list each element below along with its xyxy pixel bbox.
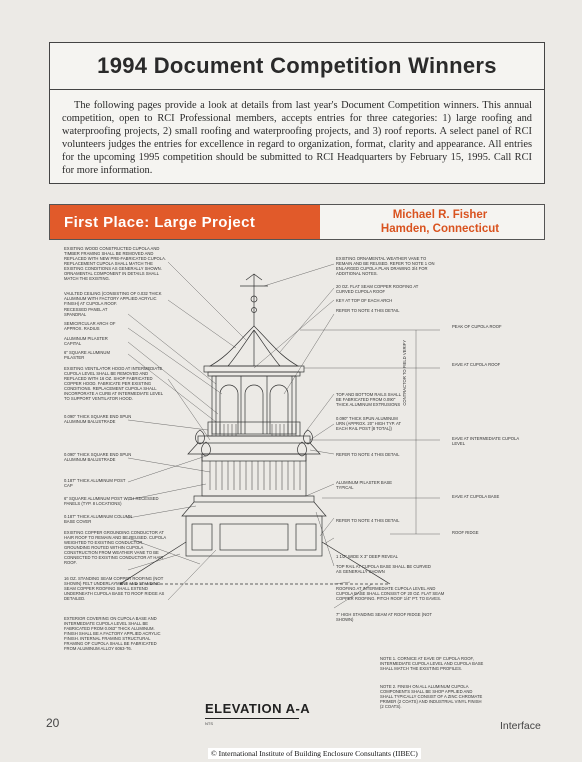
right-note-4: REFER TO NOTE 4 THIS DETAIL (336, 308, 400, 313)
right-note-2: 20 OZ. FLAT SEAM COPPER ROOFING AT CURVE… (336, 284, 419, 294)
contractor-note: CONTRACTOR TO FIELD VERIFY (402, 340, 407, 406)
level-label-1: PEAK OF CUPOLA ROOF (452, 324, 502, 329)
level-label-3: EAVE AT INTERMEDIATE CUPOLA LEVEL (452, 436, 519, 446)
left-note-4: SEMICIRCULAR ARCH OF APPROX. RADIUS (64, 321, 116, 331)
magazine-name: Interface (500, 720, 541, 732)
right-note-7: REFER TO NOTE 4 THIS DETAIL (336, 452, 400, 457)
level-label-4: EAVE AT CUPOLA BASE (452, 494, 500, 499)
cupola-elevation-drawing (119, 261, 440, 609)
winner-block: Michael R. Fisher Hamden, Connecticut (340, 208, 540, 236)
left-note-11: 6" SQUARE ALUMINUM POST WITH RECESSED PA… (64, 496, 159, 506)
award-header: First Place: Large Project Michael R. Fi… (49, 204, 545, 240)
right-note-5: TOP AND BOTTOM RAILS SHALL BE FABRICATED… (336, 392, 401, 407)
left-note-1: EXISTING WOOD CONSTRUCTED CUPOLA AND TIM… (64, 246, 167, 281)
left-note-8: 0.090" THICK SQUARE END SPUN ALUMINUM BA… (64, 414, 132, 424)
left-note-7: EXISTING VENTILATOR HOOD AT INTERMEDIATE… (64, 366, 163, 401)
winner-name: Michael R. Fisher (392, 209, 488, 221)
left-note-9: 0.090" THICK SQUARE END SPUN ALUMINUM BA… (64, 452, 132, 462)
left-note-13: EXISTING COPPER GROUNDING CONDUCTOR AT H… (64, 530, 166, 565)
drawing-scale: NTS (205, 721, 213, 726)
left-note-12: 0.187" THICK ALUMINUM COLUMN BASE COVER (64, 514, 133, 524)
right-note-6: 0.090" THICK SPUN ALUMINUM URN (APPROX. … (336, 416, 401, 431)
left-note-10: 0.187" THICK ALUMINUM POST CAP (64, 478, 126, 488)
copyright-notice: © International Institute of Building En… (208, 748, 421, 759)
bottom-note-1: NOTE 1. CORNICE AT EAVE OF CUPOLA ROOF, … (380, 656, 484, 671)
right-note-8: ALUMINUM PILASTER BASE TYPICAL (336, 480, 393, 490)
right-note-3: KEY AT TOP OF EACH ARCH (336, 298, 393, 303)
left-note-5: ALUMINUM PILASTER CAPITAL (64, 336, 108, 346)
bottom-note-2: NOTE 2. FINISH ON ALL ALUMINUM CUPOLA CO… (380, 684, 483, 709)
left-note-3: RECESSED PANEL AT SPANDRAL (64, 307, 108, 317)
level-label-2: EAVE AT CUPOLA ROOF (452, 362, 501, 367)
left-note-15: EXTERIOR COVERING ON CUPOLA BASE AND INT… (64, 616, 161, 651)
right-note-12: ROOFING AT INTERMEDIATE CUPOLA LEVEL AND… (336, 586, 445, 601)
right-note-13: 7" HIGH STANDING SEAM AT ROOF RIDGE (NOT… (336, 612, 432, 622)
page-number: 20 (46, 716, 60, 730)
left-note-2: VAULTED CEILING (CONSISTING OF 0.032 THI… (64, 291, 162, 306)
award-label: First Place: Large Project (50, 205, 320, 239)
winner-location: Hamden, Connecticut (380, 223, 500, 235)
page-title: 1994 Document Competition Winners (97, 53, 497, 78)
right-note-1: EXISTING ORNAMENTAL WEATHER VANE TO REMA… (336, 256, 435, 276)
level-label-5: ROOF RIDGE (452, 530, 479, 535)
left-note-6: 6" SQUARE ALUMINUM PILASTER (64, 350, 110, 360)
drawing-caption: ELEVATION A-A (205, 701, 311, 716)
right-note-9: REFER TO NOTE 4 THIS DETAIL (336, 518, 400, 523)
title-box: 1994 Document Competition Winners (49, 42, 545, 90)
left-note-14: 16 OZ. STANDING SEAM COPPER ROOFING (NOT… (64, 576, 165, 601)
right-note-10: 1 1/2" WIDE X 3" DEEP REVEAL (336, 554, 399, 559)
caption-underline (205, 718, 299, 719)
intro-paragraph: The following pages provide a look at de… (62, 100, 532, 176)
right-note-11: TOP RAIL AT CUPOLA BASE SHALL BE CURVED … (336, 564, 431, 574)
intro-box: The following pages provide a look at de… (49, 90, 545, 184)
